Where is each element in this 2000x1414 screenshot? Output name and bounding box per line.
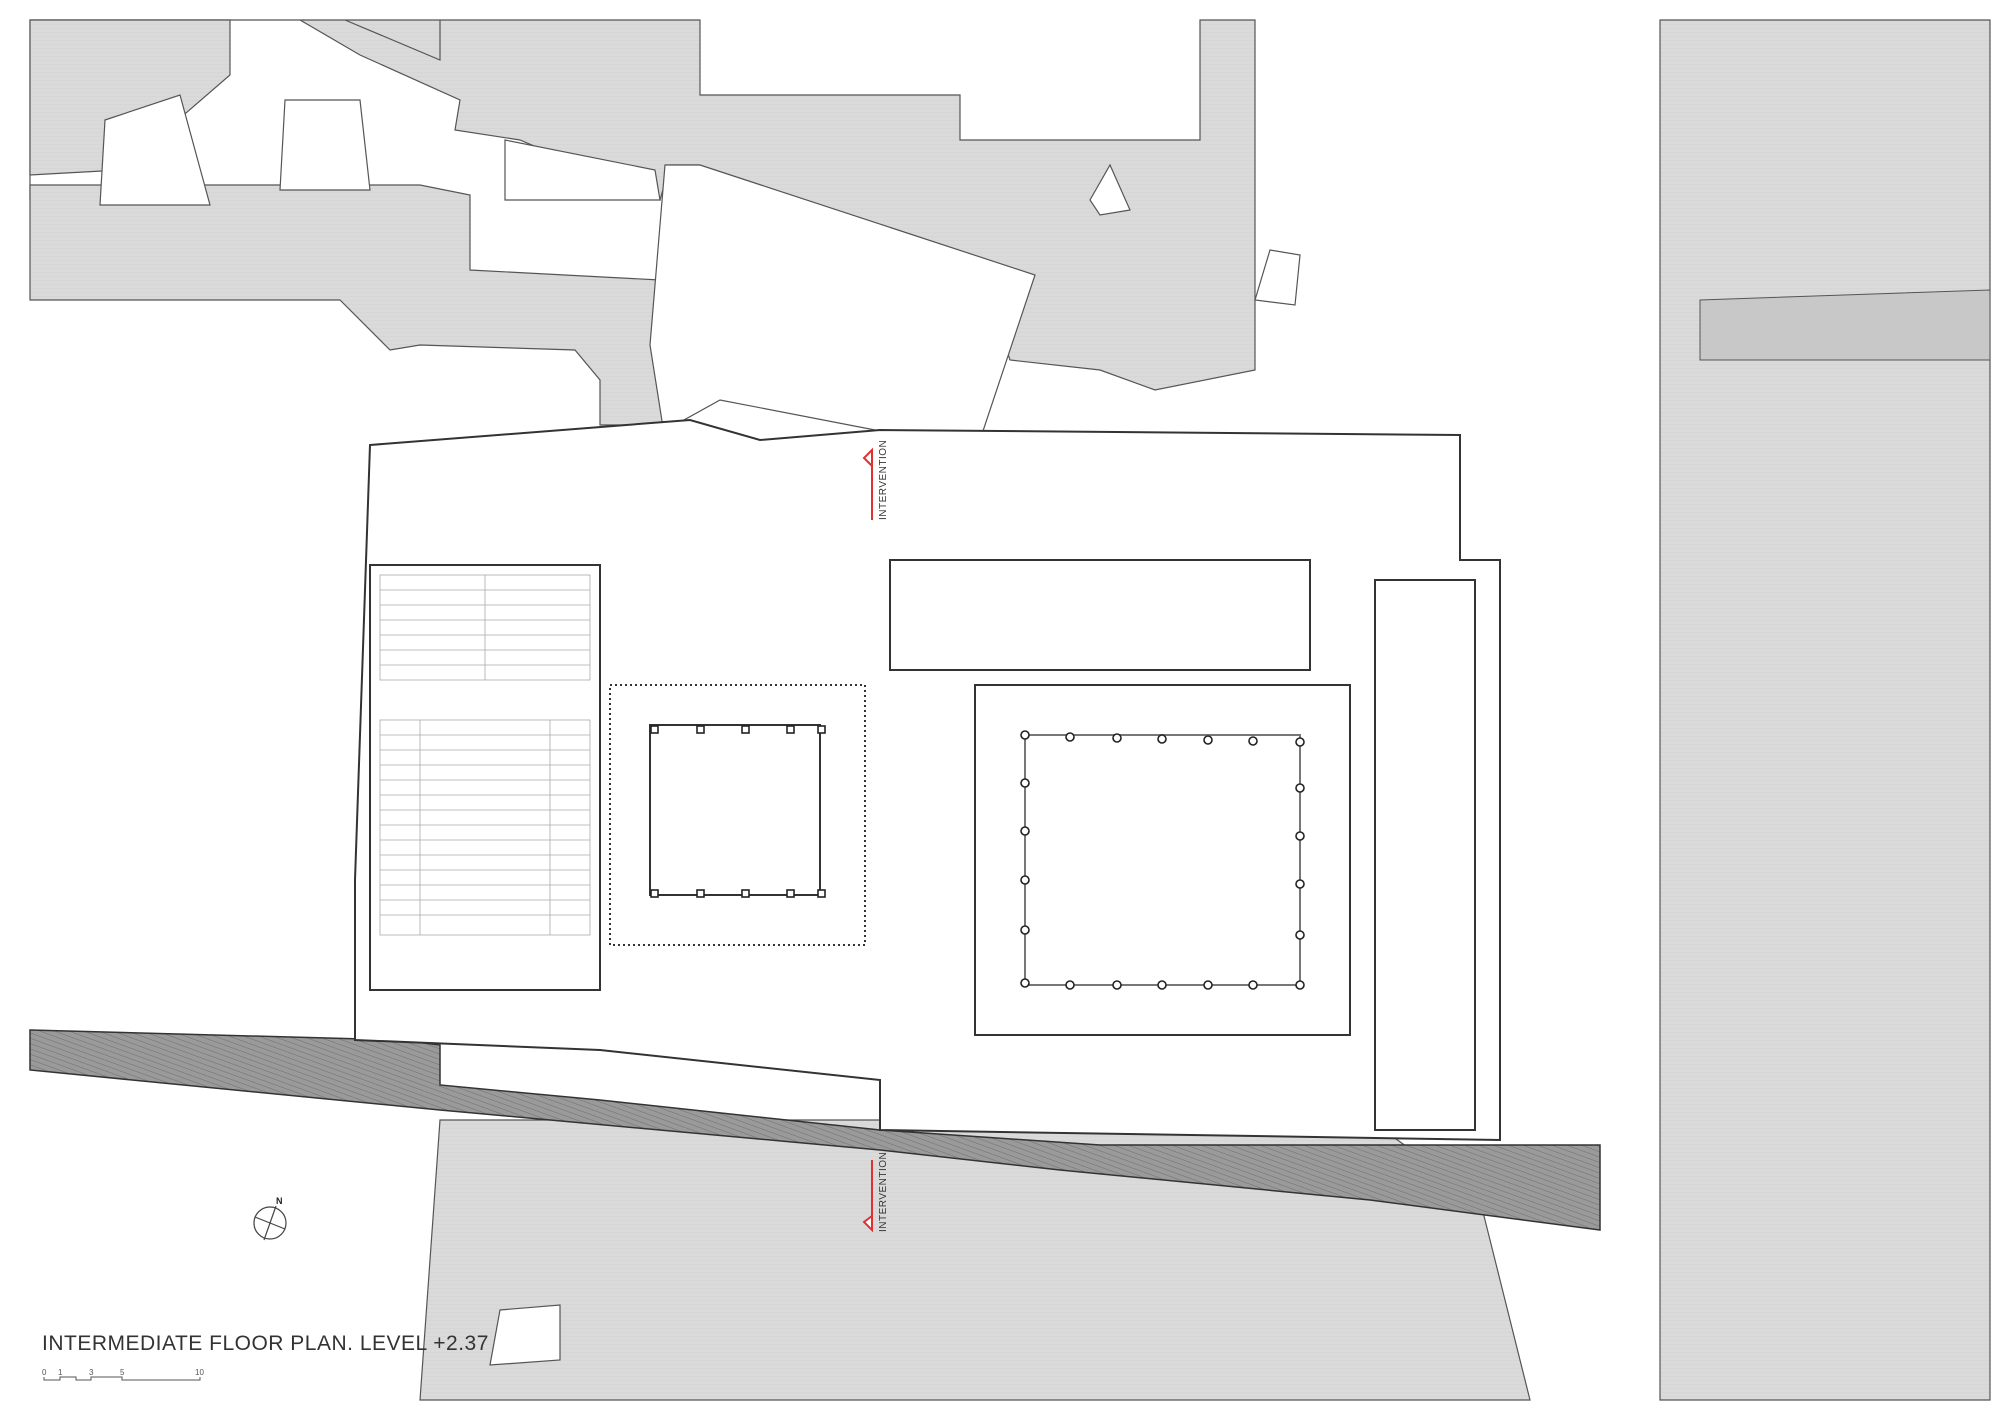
church-building xyxy=(1659,19,1991,1401)
courtyard-void-3 xyxy=(504,139,661,201)
scale-tick-5: 5 xyxy=(120,1368,125,1377)
courtyard-void-4 xyxy=(1089,163,1131,216)
auditorium-seating xyxy=(379,574,591,936)
courtyard-void-5 xyxy=(1254,249,1301,306)
scale-tick-3: 3 xyxy=(89,1368,94,1377)
church-nave xyxy=(1699,289,1991,361)
open-plaza xyxy=(649,164,1036,442)
courtyard-void-2 xyxy=(99,94,211,206)
drawing-title: INTERMEDIATE FLOOR PLAN. LEVEL +2.37 xyxy=(42,1332,489,1355)
section-label-top: INTERVENTION xyxy=(878,439,889,520)
cloister-columns xyxy=(650,725,1305,990)
scale-tick-10: 10 xyxy=(195,1368,204,1377)
scale-bar xyxy=(43,1376,201,1381)
section-marker-top xyxy=(862,447,873,520)
intervention-building xyxy=(354,418,1501,1142)
north-arrow-icon xyxy=(253,1205,287,1241)
north-label: N xyxy=(276,1196,283,1206)
scale-tick-1: 1 xyxy=(58,1368,63,1377)
section-label-bottom: INTERVENTION xyxy=(878,1151,889,1232)
courtyard-void-1 xyxy=(279,99,371,191)
scale-tick-0: 0 xyxy=(42,1368,47,1377)
section-marker-bottom xyxy=(862,1160,873,1233)
context-buildings-north xyxy=(29,19,1256,426)
party-wall xyxy=(29,1029,1601,1231)
courtyard-void-south xyxy=(489,1304,561,1366)
